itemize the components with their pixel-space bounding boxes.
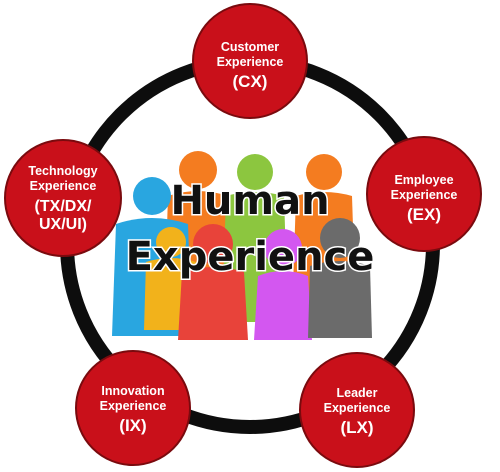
node-label-line: Employee [394,173,453,187]
center-title-line-2: Experience [126,234,375,280]
center-title-line-1: Human [170,178,329,224]
node-label-line: (LX) [340,418,373,437]
node-circle [75,350,191,466]
node-label-line: Experience [217,55,284,69]
person-figure-purple [254,229,312,340]
node-customer-experience: Customer Experience (CX) [192,3,308,119]
node-technology-experience: Technology Experience (TX/DX/ UX/UI) [4,139,122,257]
node-label-line: Experience [100,399,167,413]
people-group-illustration [112,151,372,340]
node-circle [299,352,415,468]
node-label-line: Leader [337,386,378,400]
person-figure-gray [308,218,372,338]
node-label-line: Technology [28,164,97,178]
node-label-line: (CX) [233,72,268,91]
node-leader-experience: Leader Experience (LX) [299,352,415,468]
node-employee-experience: Employee Experience (EX) [366,136,482,252]
node-label-line: (EX) [407,205,441,224]
node-circle [192,3,308,119]
node-label-line: Innovation [101,384,164,398]
node-label-line: (IX) [119,416,146,435]
person-figure-red [178,224,248,340]
node-label-line: Experience [30,179,97,193]
node-label-line: UX/UI) [39,216,87,233]
node-circle [366,136,482,252]
node-label-line: Experience [324,401,391,415]
node-label-line: Customer [221,40,279,54]
node-label-line: Experience [391,188,458,202]
node-innovation-experience: Innovation Experience (IX) [75,350,191,466]
node-label-line: (TX/DX/ [35,198,92,215]
node-circle [4,139,122,257]
